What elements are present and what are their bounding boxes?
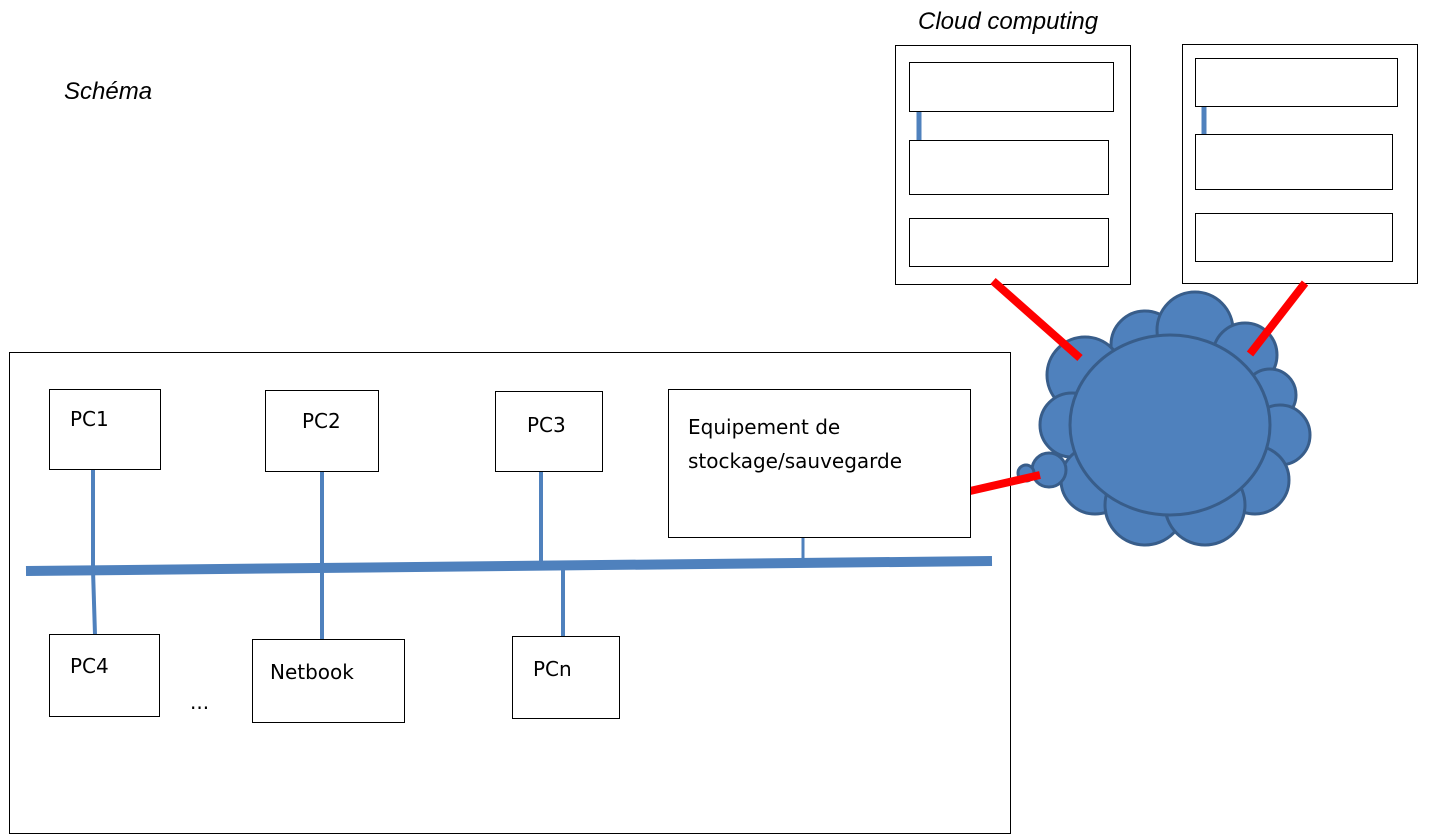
server2-unit-2 — [1195, 134, 1393, 190]
server2-internet-link — [1246, 280, 1309, 357]
schema-title: Schéma — [64, 78, 153, 105]
server2-unit-1 — [1195, 58, 1398, 107]
cloud-computing-title: Cloud computing — [918, 8, 1099, 35]
server1-unit-2 — [909, 140, 1109, 195]
device-label: PC3 — [527, 413, 566, 437]
storage-label: Equipement de stockage/sauvegarde — [688, 410, 902, 478]
storage-label-line1: Equipement de — [688, 415, 841, 439]
device-pc1: PC1 — [49, 389, 161, 470]
device-netbook: Netbook — [252, 639, 405, 723]
device-pc3: PC3 — [495, 391, 603, 472]
pc4-link — [91, 569, 97, 636]
device-pcn: PCn — [512, 636, 620, 719]
device-pc2: PC2 — [265, 390, 379, 472]
device-storage: Equipement de stockage/sauvegarde — [668, 389, 971, 538]
device-label: PCn — [533, 657, 572, 681]
device-label: PC1 — [70, 407, 109, 431]
storage-internet-link — [969, 471, 1041, 495]
server2-unit-3 — [1195, 213, 1393, 262]
device-label: PC4 — [70, 654, 109, 678]
storage-label-line2: stockage/sauvegarde — [688, 449, 903, 473]
device-label: Netbook — [270, 660, 354, 684]
lan-bus — [25, 556, 993, 576]
more-devices-ellipsis: ... — [190, 690, 210, 714]
server1-internet-link — [990, 278, 1083, 361]
server1-unit-3 — [909, 218, 1109, 267]
internet-cloud — [1038, 290, 1312, 547]
server1-unit-1 — [909, 62, 1114, 112]
device-label: PC2 — [302, 409, 341, 433]
device-pc4: PC4 — [49, 634, 160, 717]
